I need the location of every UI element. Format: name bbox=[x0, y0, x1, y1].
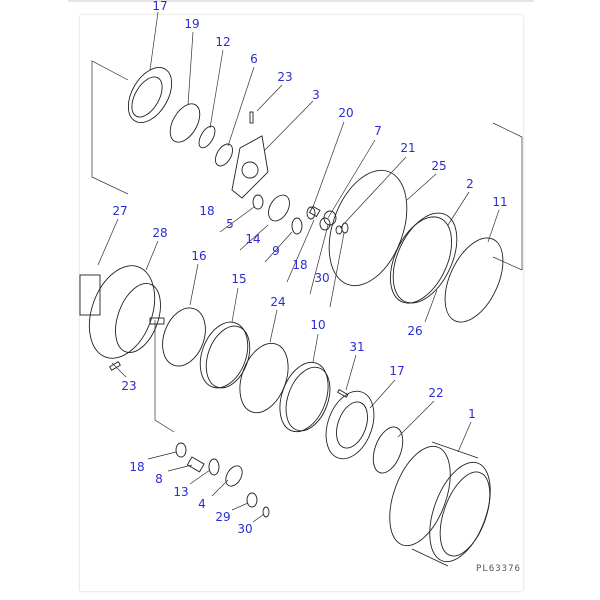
part-callout-27[interactable]: 27 bbox=[112, 204, 127, 218]
part-callout-14[interactable]: 14 bbox=[245, 232, 260, 246]
part-callout-4[interactable]: 4 bbox=[198, 497, 206, 511]
drawing-code: PL63376 bbox=[476, 564, 521, 574]
part-callout-18[interactable]: 18 bbox=[129, 460, 144, 474]
part-callout-9[interactable]: 9 bbox=[272, 244, 280, 258]
parts bbox=[79, 67, 504, 567]
part-callout-15[interactable]: 15 bbox=[231, 272, 246, 286]
part-callout-16[interactable]: 16 bbox=[191, 249, 206, 263]
part-callouts: 1719126233207212521127281851491830161524… bbox=[112, 0, 507, 536]
part-callout-23[interactable]: 23 bbox=[277, 70, 292, 84]
part-callout-28[interactable]: 28 bbox=[152, 226, 167, 240]
part-callout-24[interactable]: 24 bbox=[270, 295, 285, 309]
part-callout-17[interactable]: 17 bbox=[152, 0, 167, 13]
frame-lines bbox=[91, 60, 523, 433]
part-callout-22[interactable]: 22 bbox=[428, 386, 443, 400]
part-callout-21[interactable]: 21 bbox=[400, 141, 415, 155]
part-callout-7[interactable]: 7 bbox=[374, 124, 382, 138]
part-callout-25[interactable]: 25 bbox=[431, 159, 446, 173]
part-callout-17[interactable]: 17 bbox=[389, 364, 404, 378]
part-callout-18[interactable]: 18 bbox=[292, 258, 307, 272]
part-callout-29[interactable]: 29 bbox=[215, 510, 230, 524]
part-callout-31[interactable]: 31 bbox=[349, 340, 364, 354]
part-callout-12[interactable]: 12 bbox=[215, 35, 230, 49]
part-callout-11[interactable]: 11 bbox=[492, 195, 507, 209]
top-divider bbox=[68, 0, 534, 2]
part-callout-23[interactable]: 23 bbox=[121, 379, 136, 393]
part-callout-10[interactable]: 10 bbox=[310, 318, 325, 332]
part-callout-18[interactable]: 18 bbox=[199, 204, 214, 218]
part-callout-6[interactable]: 6 bbox=[250, 52, 258, 66]
part-callout-30[interactable]: 30 bbox=[314, 271, 329, 285]
part-callout-8[interactable]: 8 bbox=[155, 472, 163, 486]
part-callout-26[interactable]: 26 bbox=[407, 324, 422, 338]
part-callout-3[interactable]: 3 bbox=[312, 88, 320, 102]
part-callout-2[interactable]: 2 bbox=[466, 177, 474, 191]
leader-lines bbox=[97, 11, 500, 523]
part-callout-19[interactable]: 19 bbox=[184, 17, 199, 31]
part-callout-5[interactable]: 5 bbox=[226, 217, 234, 231]
part-callout-13[interactable]: 13 bbox=[173, 485, 188, 499]
part-callout-1[interactable]: 1 bbox=[468, 407, 476, 421]
part-callout-30[interactable]: 30 bbox=[237, 522, 252, 536]
part-callout-20[interactable]: 20 bbox=[338, 106, 353, 120]
